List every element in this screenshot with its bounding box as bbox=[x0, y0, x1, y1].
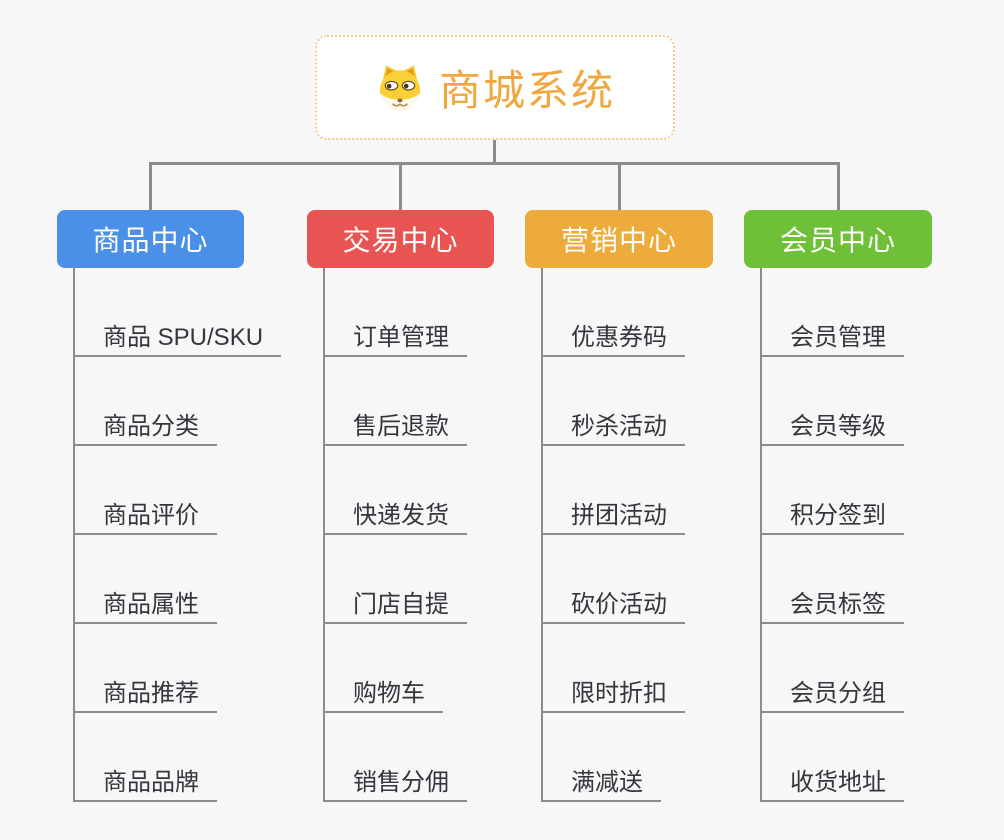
branch-header[interactable]: 交易中心 bbox=[307, 210, 494, 268]
branch-header[interactable]: 商品中心 bbox=[57, 210, 244, 268]
connector-branch-spine bbox=[73, 268, 75, 802]
leaf-topic[interactable]: 商品评价 bbox=[73, 499, 217, 535]
root-topic-label: 商城系统 bbox=[438, 67, 615, 114]
connector-trunk bbox=[149, 162, 840, 165]
branch-header[interactable]: 营销中心 bbox=[525, 210, 713, 268]
leaf-topic[interactable]: 满减送 bbox=[541, 766, 661, 802]
leaf-topic[interactable]: 购物车 bbox=[323, 677, 443, 713]
leaf-topic[interactable]: 会员标签 bbox=[760, 588, 904, 624]
leaf-topic[interactable]: 订单管理 bbox=[323, 321, 467, 357]
connector-drop bbox=[149, 162, 152, 210]
leaf-topic[interactable]: 商品品牌 bbox=[73, 766, 217, 802]
connector-branch-spine bbox=[760, 268, 762, 802]
leaf-topic[interactable]: 收货地址 bbox=[760, 766, 904, 802]
leaf-topic[interactable]: 限时折扣 bbox=[541, 677, 685, 713]
leaf-topic[interactable]: 会员管理 bbox=[760, 321, 904, 357]
leaf-topic[interactable]: 商品 SPU/SKU bbox=[73, 321, 282, 357]
doge-icon bbox=[379, 65, 421, 110]
leaf-topic[interactable]: 门店自提 bbox=[323, 588, 467, 624]
branch-header[interactable]: 会员中心 bbox=[744, 210, 932, 268]
connector-drop bbox=[399, 162, 402, 210]
connector-drop bbox=[836, 162, 840, 210]
connector-branch-spine bbox=[541, 268, 543, 802]
connector-branch-spine bbox=[323, 268, 325, 802]
root-topic[interactable]: 商城系统 bbox=[315, 35, 675, 140]
leaf-topic[interactable]: 商品属性 bbox=[73, 588, 217, 624]
connector-drop bbox=[617, 162, 621, 210]
leaf-topic[interactable]: 会员等级 bbox=[760, 410, 904, 446]
connector-root-stub bbox=[493, 140, 496, 164]
leaf-topic[interactable]: 秒杀活动 bbox=[541, 410, 685, 446]
leaf-topic[interactable]: 销售分佣 bbox=[323, 766, 467, 802]
leaf-topic[interactable]: 快递发货 bbox=[323, 499, 467, 535]
leaf-topic[interactable]: 拼团活动 bbox=[541, 499, 685, 535]
leaf-topic[interactable]: 商品分类 bbox=[73, 410, 217, 446]
leaf-topic[interactable]: 砍价活动 bbox=[541, 588, 685, 624]
leaf-topic[interactable]: 积分签到 bbox=[760, 499, 904, 535]
leaf-topic[interactable]: 会员分组 bbox=[760, 677, 904, 713]
leaf-topic[interactable]: 售后退款 bbox=[323, 410, 467, 446]
leaf-topic[interactable]: 商品推荐 bbox=[73, 677, 217, 713]
leaf-topic[interactable]: 优惠券码 bbox=[541, 321, 685, 357]
